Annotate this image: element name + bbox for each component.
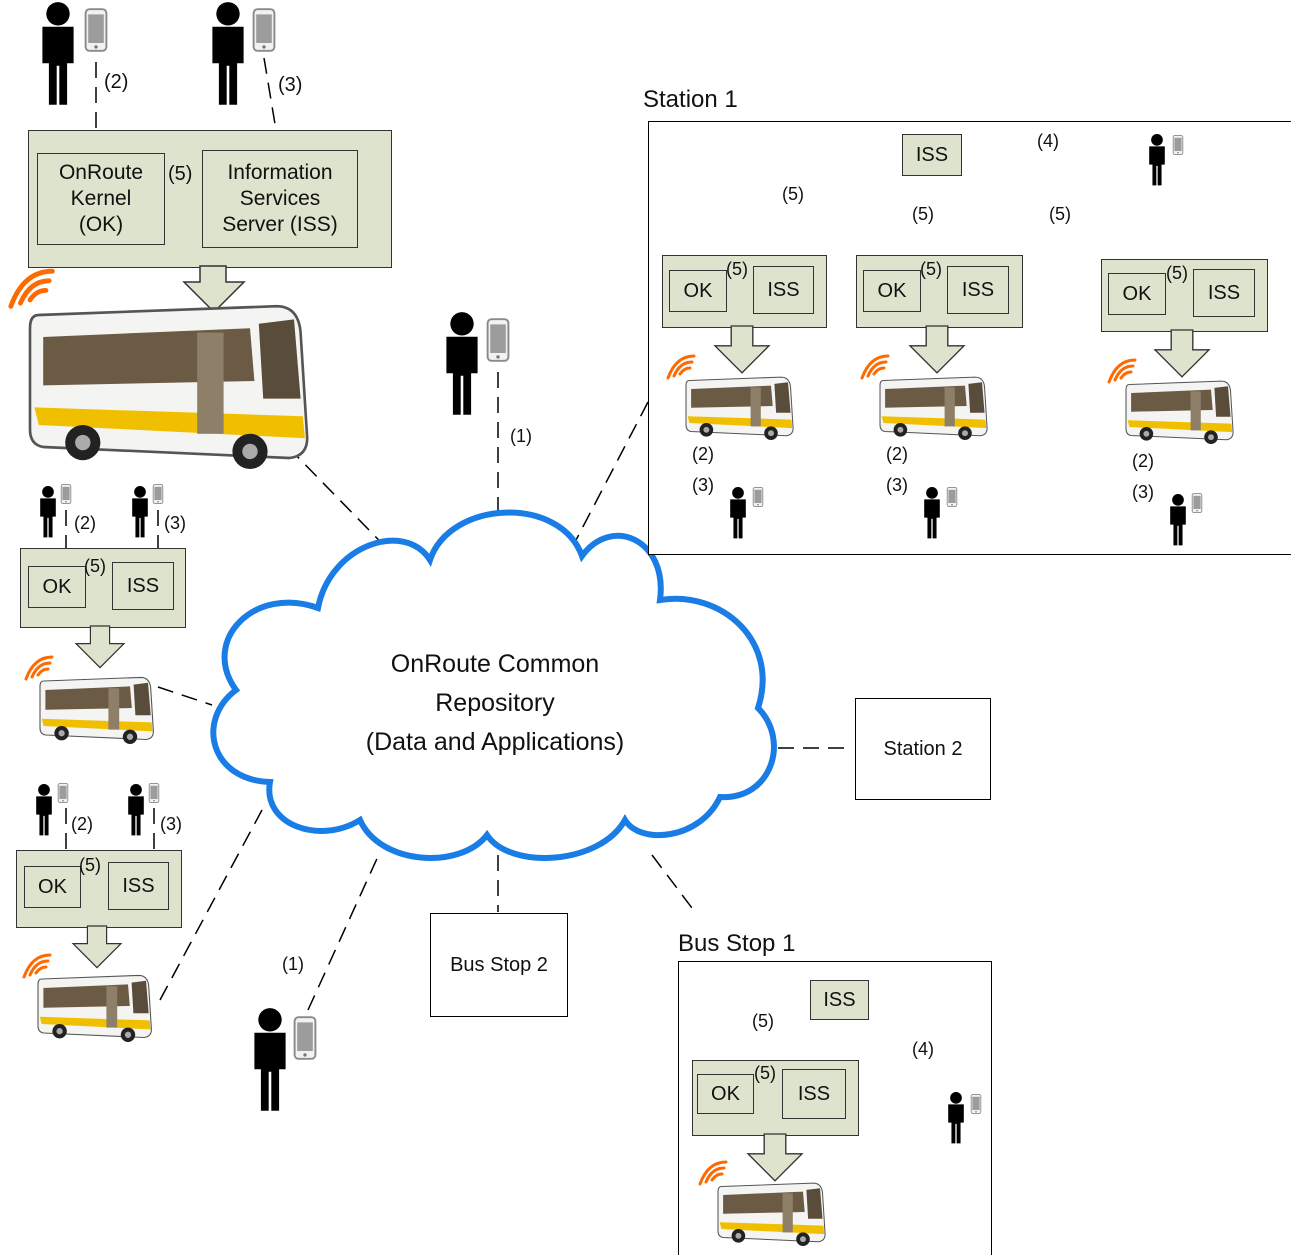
station1-link-iss-user-label: (4) (1037, 131, 1059, 151)
small-bus1-link-user-ok-label: (2) (74, 513, 96, 533)
station1-bus2-user-label-2: (2) (886, 444, 908, 464)
small-bus1-iss-box: ISS (112, 562, 174, 610)
station1-bus1-link-ok-iss-label: (5) (726, 259, 748, 279)
link-small-bus-1-cloud (157, 686, 213, 706)
small-bus1-ok-box: OK (28, 566, 86, 608)
station1-bus3-iss-box: ISS (1193, 269, 1255, 317)
small-bus2-link-user-iss-label: (3) (160, 814, 182, 834)
link-station1-cloud (574, 401, 649, 543)
bus-stop1-iss-box: ISS (810, 980, 869, 1020)
link-small-bus-2-cloud (159, 809, 263, 1001)
station1-frame (648, 121, 1291, 555)
station1-link-iss-bus3-label: (5) (1049, 204, 1071, 224)
station1-link-iss-bus2-label: (5) (912, 204, 934, 224)
station1-bus1-ok-box: OK (669, 270, 727, 312)
station1-bus1-user-label-2: (2) (692, 444, 714, 464)
station1-bus2-user-label-3: (3) (886, 475, 908, 495)
main-link-user-ok-label: (2) (104, 71, 129, 93)
small-bus1-link-ok-iss-label: (5) (84, 556, 106, 576)
station1-iss-box: ISS (902, 134, 962, 176)
cloud-title-line1: OnRoute Common (390, 650, 600, 678)
main-link-ok-iss-label: (5) (168, 163, 193, 185)
bus-stop1-ok-box: OK (697, 1074, 754, 1114)
station1-bus3-user-label-2: (2) (1132, 451, 1154, 471)
small-bus2-link-ok-iss-label: (5) (79, 855, 101, 875)
user-top-cloud-link-label: (1) (510, 426, 532, 446)
station2-box: Station 2 (855, 698, 991, 800)
main-link-user-iss-label: (3) (278, 74, 303, 96)
cloud-title-line3: (Data and Applications) (365, 728, 625, 756)
bus-stop1-link-iss-user-label: (4) (912, 1039, 934, 1059)
station1-bus3-ok-box: OK (1108, 273, 1166, 315)
station1-title: Station 1 (643, 86, 738, 113)
station1-bus1-user-label-3: (3) (692, 475, 714, 495)
bus-stop1-link-ok-iss-label: (5) (754, 1063, 776, 1083)
station1-bus2-ok-box: OK (863, 270, 921, 312)
link-busstop1-cloud (651, 854, 696, 913)
bus-stop1-bus-iss-box: ISS (782, 1069, 846, 1119)
user-bottom-cloud-link-label: (1) (282, 954, 304, 974)
small-bus2-link-user-ok-label: (2) (71, 814, 93, 834)
small-bus2-ok-box: OK (24, 866, 81, 908)
station1-link-iss-bus1-label: (5) (782, 184, 804, 204)
station1-bus2-link-ok-iss-label: (5) (920, 259, 942, 279)
bus-stop1-link-iss-bus-label: (5) (752, 1011, 774, 1031)
cloud-title-line2: Repository (435, 689, 555, 717)
bus-stop2-box: Bus Stop 2 (430, 913, 568, 1017)
main-ok-box: OnRoute Kernel (OK) (37, 153, 165, 245)
cloud-shape (210, 509, 777, 861)
station1-bus3-user-label-3: (3) (1132, 482, 1154, 502)
main-iss-box: Information Services Server (ISS) (202, 150, 358, 248)
bus-stop1-title: Bus Stop 1 (678, 930, 796, 957)
station1-bus2-iss-box: ISS (947, 266, 1009, 314)
link-user-iss-main (263, 57, 277, 131)
station1-bus1-iss-box: ISS (753, 266, 814, 314)
station1-bus3-link-ok-iss-label: (5) (1166, 263, 1188, 283)
small-bus2-iss-box: ISS (108, 862, 169, 910)
link-user-bottom-cloud (307, 851, 381, 1011)
small-bus1-link-user-iss-label: (3) (164, 513, 186, 533)
